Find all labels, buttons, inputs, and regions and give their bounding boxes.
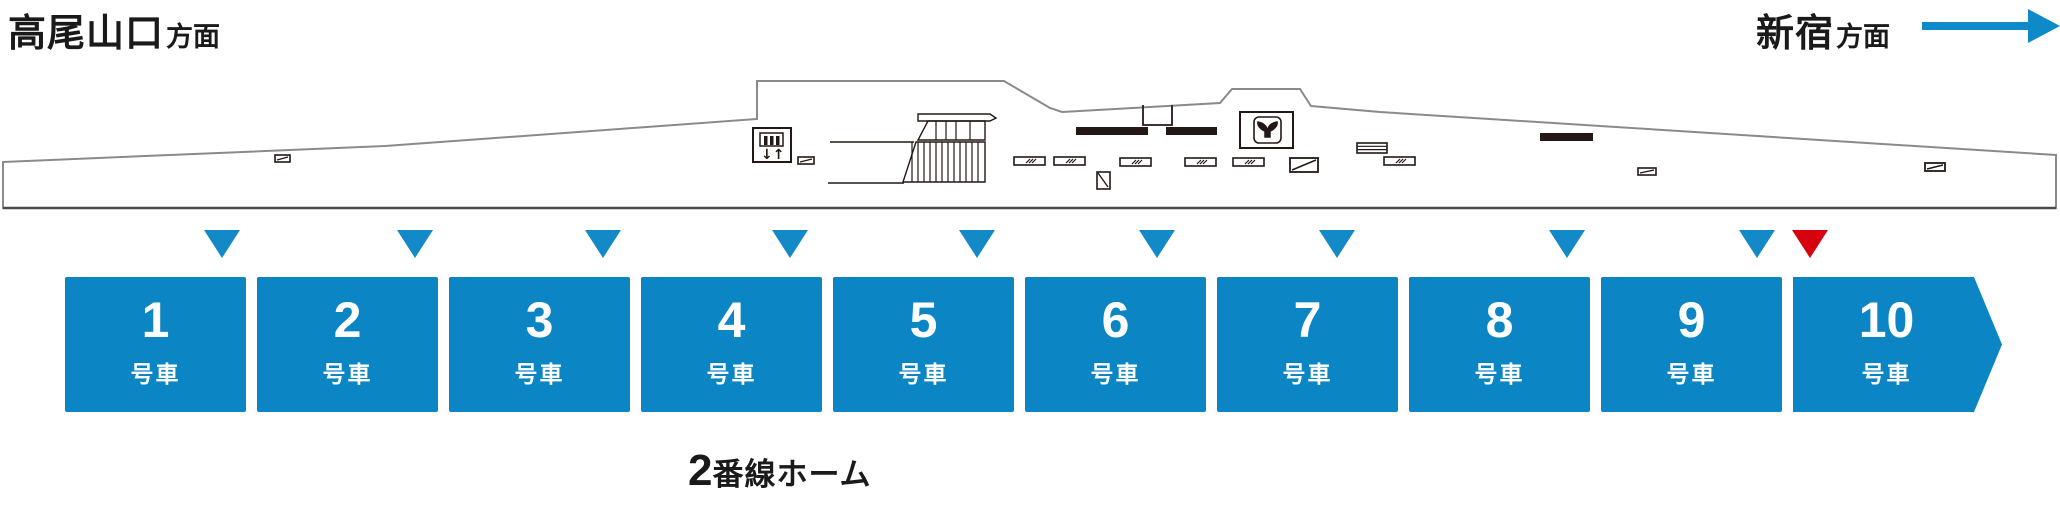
car-number: 8 — [1485, 291, 1514, 348]
stairs-icon — [828, 113, 998, 184]
door-position-marker — [1139, 230, 1175, 258]
platform-outline — [2, 80, 2057, 209]
direction-left: 高尾山口 方面 — [8, 2, 220, 57]
car-suffix: 号車 — [130, 360, 181, 387]
escalator-icon — [1119, 157, 1152, 167]
car-box-6: 6 号車 — [1025, 277, 1206, 412]
car-box-10-content: 10 号車 — [1859, 295, 1915, 389]
car-number: 10 — [1858, 291, 1915, 348]
car-row: 1 号車 2 号車 3 号車 4 号車 5 号車 6 号車 7 号車 8 号車 — [65, 277, 2002, 412]
car-number: 1 — [141, 291, 170, 348]
car-suffix: 号車 — [1666, 360, 1717, 387]
car-suffix: 号車 — [898, 360, 949, 387]
platform-number: 2 — [688, 446, 713, 495]
car-suffix: 号車 — [322, 360, 373, 387]
arrow-right-icon — [1922, 9, 2060, 43]
car-box-5: 5 号車 — [833, 277, 1014, 412]
elevator-icon: ↓↑ — [752, 127, 792, 163]
car-box-2: 2 号車 — [257, 277, 438, 412]
car-suffix: 号車 — [1090, 360, 1141, 387]
slope-icon — [274, 154, 291, 163]
door-position-marker — [1549, 230, 1585, 258]
car-suffix: 号車 — [514, 360, 565, 387]
platform-label: 2 番線ホーム — [688, 446, 872, 496]
car-number: 3 — [525, 291, 554, 348]
car-number: 9 — [1677, 291, 1706, 348]
platform-label-text: 番線ホーム — [712, 457, 872, 492]
car-suffix: 号車 — [1474, 360, 1525, 387]
bench-icon — [1540, 133, 1593, 141]
direction-left-suffix: 方面 — [166, 22, 221, 52]
svg-text:↓↑: ↓↑ — [761, 147, 784, 163]
car-number: 4 — [717, 291, 746, 348]
car-box-1: 1 号車 — [65, 277, 246, 412]
car-box-8: 8 号車 — [1409, 277, 1590, 412]
car-number: 7 — [1293, 291, 1322, 348]
boarding-highlight-marker — [1792, 230, 1828, 258]
slope-icon — [1289, 157, 1319, 173]
direction-right-suffix: 方面 — [1836, 22, 1891, 52]
car-suffix: 号車 — [1861, 360, 1912, 387]
car-number: 5 — [909, 291, 938, 348]
signage-icon — [1356, 142, 1388, 154]
direction-right: 新宿 方面 — [1756, 2, 1890, 57]
escalator-icon — [1013, 156, 1046, 166]
car-box-3: 3 号車 — [449, 277, 630, 412]
car-box-10: 10 号車 — [1793, 277, 2002, 412]
door-position-marker — [1739, 230, 1775, 258]
direction-left-station: 高尾山口 — [8, 13, 165, 55]
slope-icon — [1096, 171, 1111, 190]
toilet-icon — [1239, 111, 1294, 149]
slope-icon — [1924, 162, 1946, 172]
door-position-marker — [204, 230, 240, 258]
car-box-9: 9 号車 — [1601, 277, 1782, 412]
car-suffix: 号車 — [706, 360, 757, 387]
wall-notch — [1142, 105, 1173, 126]
door-position-marker — [772, 230, 808, 258]
car-number: 6 — [1101, 291, 1130, 348]
car-box-4: 4 号車 — [641, 277, 822, 412]
direction-right-station: 新宿 — [1756, 13, 1835, 55]
escalator-icon — [1383, 156, 1416, 166]
bench-icon — [1166, 127, 1217, 135]
bench-icon — [1076, 127, 1148, 135]
car-box-7: 7 号車 — [1217, 277, 1398, 412]
escalator-icon — [1053, 156, 1086, 166]
slope-icon — [1637, 167, 1657, 176]
car-number: 2 — [333, 291, 362, 348]
door-position-marker — [1319, 230, 1355, 258]
escalator-icon — [1232, 157, 1265, 167]
slope-icon — [797, 156, 815, 165]
car-suffix: 号車 — [1282, 360, 1333, 387]
platform-map: ↓↑ — [2, 80, 2057, 210]
door-position-marker — [959, 230, 995, 258]
door-position-marker — [397, 230, 433, 258]
escalator-icon — [1184, 157, 1217, 167]
door-position-marker — [585, 230, 621, 258]
